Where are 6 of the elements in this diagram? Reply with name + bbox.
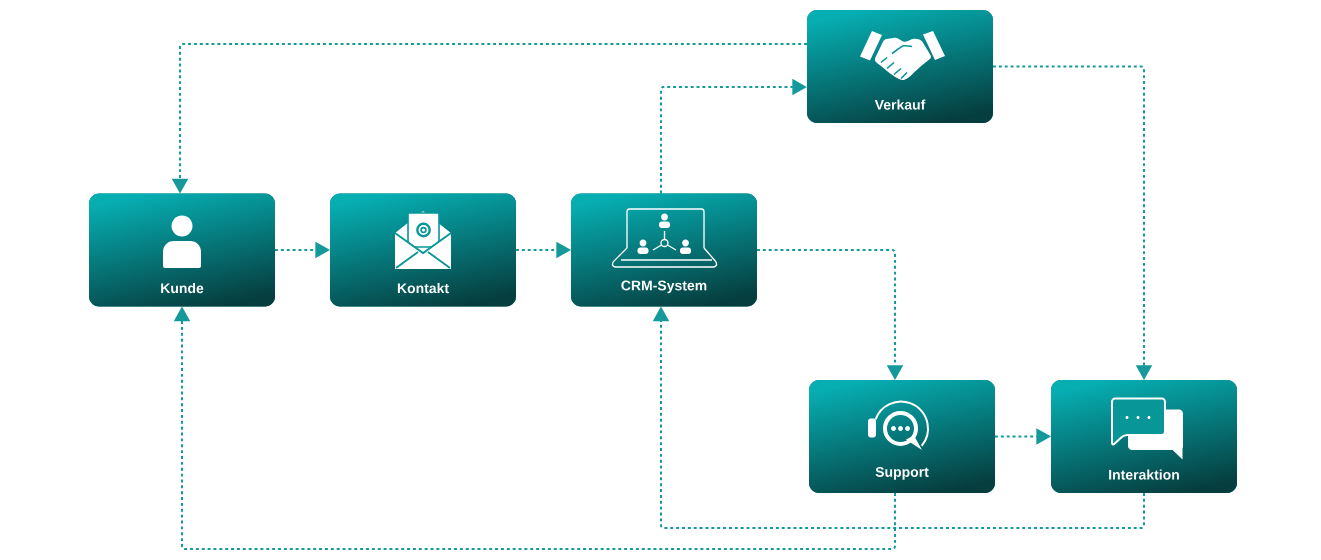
- node-label: Support: [875, 467, 929, 480]
- node-label: Kontakt: [397, 282, 449, 294]
- node-label: Interaktion: [1109, 469, 1179, 480]
- node-label: Kunde: [161, 282, 204, 294]
- node-label: Verkauf: [874, 99, 926, 110]
- node-label: CRM-System: [621, 280, 707, 294]
